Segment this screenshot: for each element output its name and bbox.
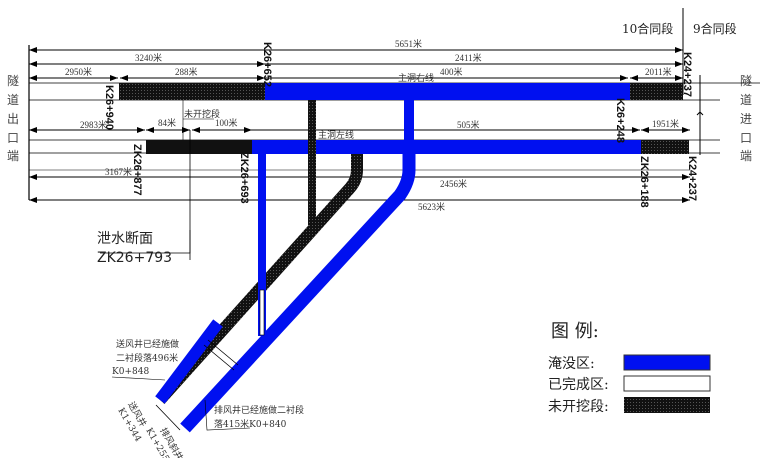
unexcavated-tag: 未开挖段 — [184, 108, 220, 119]
exit-char: 道 — [7, 93, 19, 107]
exhaust-note-1: 排风井已经施做二衬段 — [214, 404, 304, 416]
dim-2983: 2983米 — [80, 119, 107, 130]
station-k26-940: K26+940 — [103, 85, 115, 130]
right-unexcavated-zone — [119, 83, 265, 100]
right-unexcavated-zone-east — [630, 83, 683, 100]
main-right-label: 主洞右线 — [398, 72, 434, 83]
dim-2950: 2950米 — [65, 66, 92, 77]
exhaust-shaft-flooded — [180, 154, 416, 433]
top-dimensions: 5651米 3240米 2411米 2950米 288米 400米 2011米 — [29, 38, 683, 81]
legend-flooded-label: 淹没区: — [548, 356, 595, 372]
main-left-line: 主洞左线 — [29, 129, 720, 154]
station-labels: K26+940 K26+652 K26+248 K24+237 ZK26+877… — [103, 42, 698, 208]
exit-char: 出 — [7, 112, 19, 126]
dim-5651: 5651米 — [395, 38, 422, 49]
drain-station: ZK26+793 — [97, 250, 172, 266]
supply-note-3: K0+848 — [112, 367, 149, 377]
dim-84: 84米 — [158, 117, 176, 128]
dim-1951: 1951米 — [652, 118, 679, 129]
station-zk26-188: ZK26+188 — [638, 156, 650, 208]
exit-char: 端 — [7, 149, 19, 163]
segment-9-label: 9合同段 — [693, 21, 737, 36]
legend-unexcavated-swatch — [624, 397, 710, 413]
drain-passage — [258, 154, 266, 336]
exit-end-label: 隧 道 出 口 端 — [7, 73, 19, 163]
exit-char: 口 — [7, 131, 19, 145]
segment-10-label: 10合同段 — [622, 21, 673, 36]
dim-2411: 2411米 — [455, 52, 482, 63]
supply-shaft-flooded — [155, 319, 223, 404]
supply-shaft-unexcavated — [155, 154, 363, 405]
exhaust-note-2: 落415米K0+840 — [214, 418, 287, 430]
dim-3240: 3240米 — [135, 52, 162, 63]
connector — [207, 339, 239, 366]
supply-note-1: 送风井已经施做 — [116, 338, 179, 350]
supply-shaft-note: 送风井已经施做 二衬段落496米 K0+848 — [111, 338, 179, 381]
contract-boundary: 10合同段 9合同段 — [622, 8, 737, 95]
station-k26-652: K26+652 — [261, 42, 273, 87]
main-left-label: 主洞左线 — [318, 129, 354, 140]
dim-400: 400米 — [440, 66, 463, 77]
dim-2011: 2011米 — [645, 66, 672, 77]
station-zk26-877: ZK26+877 — [131, 144, 143, 196]
dim-505: 505米 — [457, 119, 480, 130]
entrance-char: 端 — [740, 149, 752, 163]
legend-completed-label: 已完成区: — [548, 377, 609, 393]
dim-2456: 2456米 — [440, 178, 467, 189]
entrance-char: 隧 — [740, 73, 752, 88]
supply-note-2: 二衬段落496米 — [116, 352, 178, 364]
legend-flooded-swatch — [623, 354, 711, 371]
legend: 图 例: 淹没区: 已完成区: 未开挖段: — [548, 321, 711, 415]
exit-char: 隧 — [7, 73, 19, 88]
dim-3167: 3167米 — [105, 166, 132, 177]
dim-100: 100米 — [215, 117, 238, 128]
station-zk24-237: K24+237 — [686, 156, 698, 201]
exhaust-shaft-note: 排风井已经施做二衬段 落415米K0+840 — [204, 399, 304, 431]
left-dimensions: 2983米 84米 100米 505米 1951米 未开挖段 — [29, 100, 690, 140]
dim-288: 288米 — [175, 66, 198, 77]
entrance-end-label: 隧 道 进 口 端 — [740, 73, 752, 163]
main-right-line: 主洞右线 — [29, 72, 760, 101]
entrance-char: 口 — [740, 131, 752, 145]
drain-title: 泄水断面 — [97, 231, 153, 247]
drain-callout: 泄水断面 ZK26+793 — [97, 230, 191, 266]
dim-5623: 5623米 — [418, 201, 445, 212]
entrance-brace — [696, 75, 704, 155]
right-flooded-zone — [265, 83, 630, 100]
cross-passage-hatched — [308, 100, 316, 225]
station-k24-237-top: K24+237 — [681, 52, 693, 97]
legend-unexcavated-label: 未开挖段: — [548, 399, 609, 415]
left-unexcavated-zone-east — [641, 140, 689, 154]
bottom-dimensions: 3167米 2456米 5623米 — [29, 130, 690, 260]
left-flooded-zone — [252, 140, 641, 154]
station-k26-248: K26+248 — [614, 98, 626, 143]
legend-title: 图 例: — [551, 321, 599, 342]
station-zk26-693: ZK26+693 — [238, 152, 250, 204]
entrance-char: 进 — [740, 112, 752, 126]
left-unexcavated-zone — [146, 140, 252, 154]
legend-completed-swatch — [623, 375, 711, 392]
entrance-char: 道 — [740, 93, 752, 107]
